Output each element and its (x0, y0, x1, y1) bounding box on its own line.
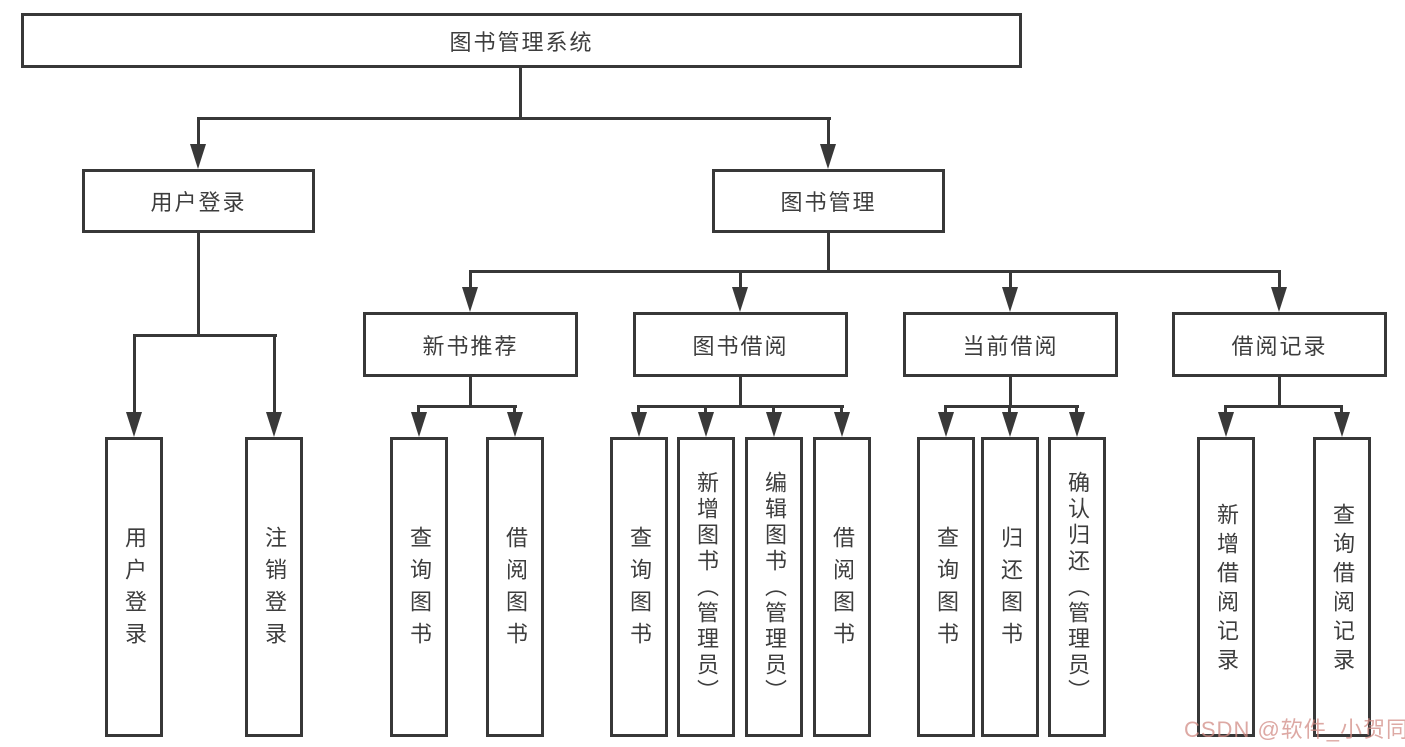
connector-line (827, 233, 830, 272)
leaf-logout: 注销登录 (245, 437, 303, 737)
connector-line (704, 405, 707, 414)
connector-line (772, 405, 775, 414)
connector-line (1224, 405, 1227, 414)
leaf-borrow-books-recommend: 借阅图书 (486, 437, 544, 737)
node-borrow-records: 借阅记录 (1172, 312, 1387, 377)
connector-line (133, 334, 277, 337)
arrow-down-icon (1271, 287, 1287, 312)
node-user-login: 用户登录 (82, 169, 315, 233)
connector-line (469, 270, 472, 288)
arrow-down-icon (507, 412, 523, 437)
node-book-management: 图书管理 (712, 169, 945, 233)
connector-line (469, 270, 1281, 273)
connector-line (1224, 405, 1343, 408)
csdn-watermark: CSDN @软件_小贺同学 (1184, 717, 1405, 742)
connector-line (133, 334, 136, 414)
arrow-down-icon (698, 412, 714, 437)
connector-line (417, 405, 420, 414)
arrow-down-icon (1069, 412, 1085, 437)
arrow-down-icon (631, 412, 647, 437)
connector-line (840, 405, 843, 414)
connector-line (513, 405, 516, 414)
connector-line (197, 233, 200, 336)
connector-line (827, 117, 830, 146)
connector-line (739, 270, 742, 288)
connector-line (469, 377, 472, 407)
node-book-borrow: 图书借阅 (633, 312, 848, 377)
arrow-down-icon (126, 412, 142, 437)
arrow-down-icon (1218, 412, 1234, 437)
connector-line (637, 405, 844, 408)
arrow-down-icon (766, 412, 782, 437)
connector-line (1278, 377, 1281, 407)
node-root-library-system: 图书管理系统 (21, 13, 1022, 68)
connector-line (197, 117, 200, 146)
leaf-confirm-return-admin: 确认归还（管理员） (1048, 437, 1106, 737)
connector-line (944, 405, 1079, 408)
arrow-down-icon (834, 412, 850, 437)
leaf-add-borrow-record: 新增借阅记录 (1197, 437, 1255, 737)
connector-line (944, 405, 947, 414)
connector-line (1009, 270, 1012, 288)
leaf-query-books-recommend: 查询图书 (390, 437, 448, 737)
arrow-down-icon (266, 412, 282, 437)
node-new-book-recommend: 新书推荐 (363, 312, 578, 377)
arrow-down-icon (1002, 412, 1018, 437)
connector-line (637, 405, 640, 414)
node-current-borrow: 当前借阅 (903, 312, 1118, 377)
arrow-down-icon (938, 412, 954, 437)
connector-line (739, 377, 742, 407)
leaf-user-login: 用户登录 (105, 437, 163, 737)
leaf-return-books: 归还图书 (981, 437, 1039, 737)
connector-line (1340, 405, 1343, 414)
connector-line (519, 68, 522, 119)
connector-line (1075, 405, 1078, 414)
arrow-down-icon (1002, 287, 1018, 312)
connector-line (1278, 270, 1281, 288)
connector-line (1009, 377, 1012, 407)
leaf-edit-books-admin: 编辑图书（管理员） (745, 437, 803, 737)
leaf-query-books-borrow: 查询图书 (610, 437, 668, 737)
arrow-down-icon (732, 287, 748, 312)
arrow-down-icon (190, 144, 206, 169)
connector-line (1008, 405, 1011, 414)
connector-line (273, 334, 276, 414)
leaf-query-borrow-record: 查询借阅记录 (1313, 437, 1371, 737)
leaf-borrow-books: 借阅图书 (813, 437, 871, 737)
leaf-query-books-current: 查询图书 (917, 437, 975, 737)
arrow-down-icon (1334, 412, 1350, 437)
arrow-down-icon (820, 144, 836, 169)
arrow-down-icon (462, 287, 478, 312)
connector-line (197, 117, 831, 120)
connector-line (417, 405, 517, 408)
arrow-down-icon (411, 412, 427, 437)
leaf-add-books-admin: 新增图书（管理员） (677, 437, 735, 737)
